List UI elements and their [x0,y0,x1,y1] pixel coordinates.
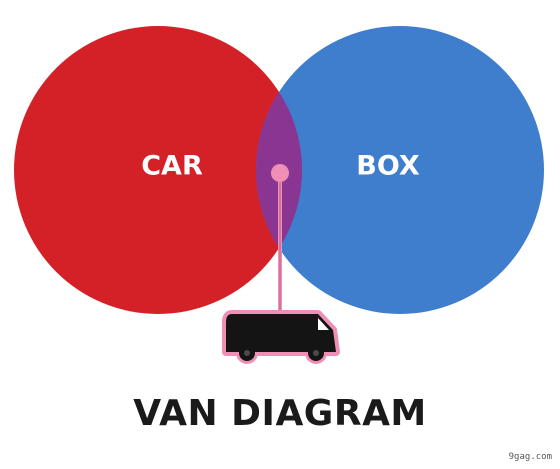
box-label: BOX [356,151,420,182]
box-circle [256,26,544,314]
car-circle [14,26,302,314]
van-icon [222,310,340,364]
car-label: CAR [141,151,203,182]
watermark: 9gag.com [508,452,552,462]
diagram-title: VAN DIAGRAM [133,393,427,434]
pointer-dot [271,164,289,182]
